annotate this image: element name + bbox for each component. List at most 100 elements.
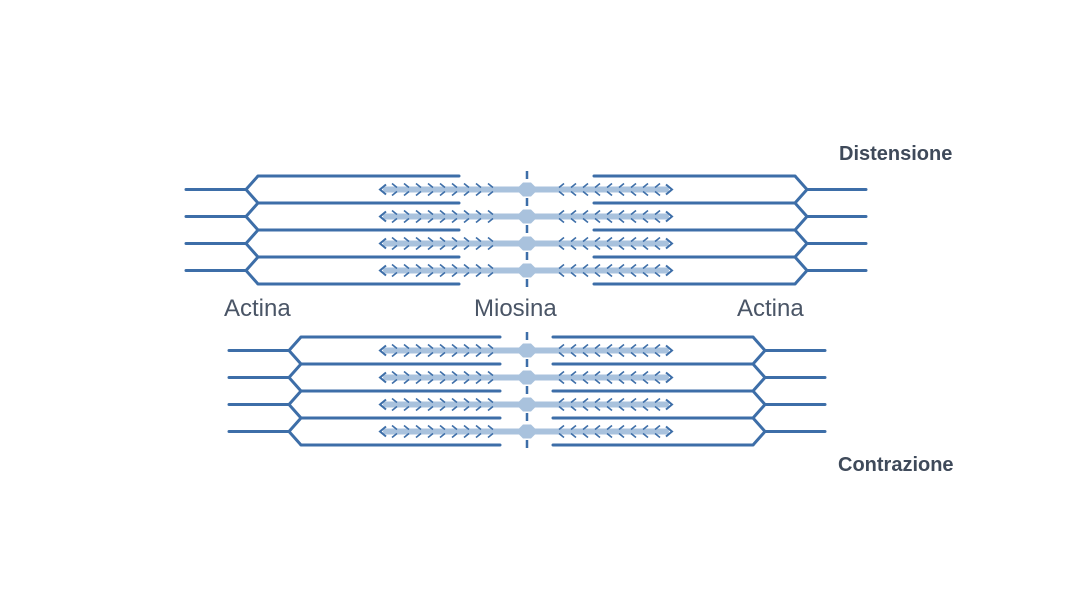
myosin-head bbox=[403, 271, 410, 278]
myosin-head bbox=[654, 209, 661, 216]
myosin-head bbox=[642, 236, 649, 243]
z-disc-left bbox=[287, 363, 303, 392]
myosin-head bbox=[654, 244, 661, 251]
myosin-head bbox=[475, 209, 482, 216]
myosin-head bbox=[570, 263, 577, 270]
myosin-head bbox=[487, 351, 494, 358]
myosin-head bbox=[606, 343, 613, 350]
myosin-head bbox=[594, 378, 601, 385]
myosin-head bbox=[594, 432, 601, 439]
myosin-head bbox=[570, 405, 577, 412]
myosin-head bbox=[594, 217, 601, 224]
myosin-head bbox=[427, 397, 434, 404]
myosin-head bbox=[403, 424, 410, 431]
myosin-head bbox=[618, 397, 625, 404]
myosin-head bbox=[594, 370, 601, 377]
myosin-head bbox=[463, 244, 470, 251]
myosin-head bbox=[403, 432, 410, 439]
myosin-head bbox=[582, 209, 589, 216]
myosin-head bbox=[439, 263, 446, 270]
myosin-tip-left bbox=[378, 344, 387, 357]
myosin-head bbox=[451, 405, 458, 412]
myosin-head bbox=[427, 236, 434, 243]
myosin-head bbox=[403, 236, 410, 243]
myosin-head bbox=[463, 190, 470, 197]
myosin-head bbox=[570, 244, 577, 251]
myosin-head bbox=[415, 378, 422, 385]
myosin-head bbox=[475, 190, 482, 197]
myosin-head bbox=[463, 397, 470, 404]
myosin-head bbox=[558, 343, 565, 350]
myosin-head bbox=[487, 217, 494, 224]
myosin-head bbox=[403, 378, 410, 385]
myosin-head bbox=[642, 209, 649, 216]
myosin-head bbox=[391, 182, 398, 189]
myosin-head bbox=[451, 263, 458, 270]
myosin-head bbox=[391, 236, 398, 243]
myosin-head bbox=[606, 244, 613, 251]
myosin-head bbox=[427, 378, 434, 385]
myosin-head bbox=[642, 432, 649, 439]
myosin-head bbox=[439, 217, 446, 224]
z-disc-right bbox=[751, 363, 767, 392]
myosin-head bbox=[403, 182, 410, 189]
myosin-head bbox=[427, 351, 434, 358]
myosin-head bbox=[654, 236, 661, 243]
myosin-head bbox=[618, 236, 625, 243]
myosin-head bbox=[439, 190, 446, 197]
myosin-head bbox=[654, 271, 661, 278]
myosin-head bbox=[487, 424, 494, 431]
myosin-head bbox=[582, 351, 589, 358]
myosin-head bbox=[451, 397, 458, 404]
myosin-head bbox=[475, 271, 482, 278]
myosin-head bbox=[654, 405, 661, 412]
myosin-head bbox=[391, 343, 398, 350]
myosin-head bbox=[654, 190, 661, 197]
z-disc-right bbox=[793, 202, 809, 231]
myosin-head bbox=[654, 217, 661, 224]
m-line-node bbox=[516, 370, 538, 385]
myosin-head bbox=[630, 343, 637, 350]
myosin-head bbox=[487, 405, 494, 412]
myosin-head bbox=[439, 182, 446, 189]
myosin-head bbox=[570, 190, 577, 197]
myosin-head bbox=[642, 217, 649, 224]
myosin-head bbox=[487, 236, 494, 243]
myosin-head bbox=[463, 378, 470, 385]
myosin-head bbox=[475, 217, 482, 224]
myosin-head bbox=[415, 397, 422, 404]
myosin-head bbox=[642, 244, 649, 251]
myosin-head bbox=[594, 209, 601, 216]
myosin-head bbox=[582, 190, 589, 197]
myosin-head bbox=[427, 182, 434, 189]
myosin-head bbox=[618, 190, 625, 197]
z-disc-right bbox=[751, 390, 767, 419]
myosin-tip-right bbox=[665, 264, 674, 277]
myosin-head bbox=[570, 424, 577, 431]
myosin-head bbox=[475, 351, 482, 358]
myosin-head bbox=[582, 397, 589, 404]
myosin-head bbox=[642, 271, 649, 278]
myosin-head bbox=[618, 217, 625, 224]
myosin-head bbox=[642, 343, 649, 350]
z-disc-right bbox=[793, 256, 809, 285]
myosin-head bbox=[654, 378, 661, 385]
myosin-head bbox=[630, 182, 637, 189]
myosin-head bbox=[558, 236, 565, 243]
myosin-head bbox=[606, 424, 613, 431]
myosin-head bbox=[487, 378, 494, 385]
myosin-head bbox=[427, 343, 434, 350]
label-actin-left: Actina bbox=[224, 295, 291, 322]
myosin-head bbox=[475, 370, 482, 377]
myosin-head bbox=[391, 397, 398, 404]
myosin-head bbox=[558, 424, 565, 431]
myosin-head bbox=[439, 424, 446, 431]
myosin-head bbox=[594, 182, 601, 189]
myosin-head bbox=[606, 209, 613, 216]
myosin-head bbox=[618, 424, 625, 431]
myosin-head bbox=[618, 271, 625, 278]
myosin-head bbox=[618, 209, 625, 216]
myosin-head bbox=[654, 432, 661, 439]
myosin-head bbox=[463, 432, 470, 439]
